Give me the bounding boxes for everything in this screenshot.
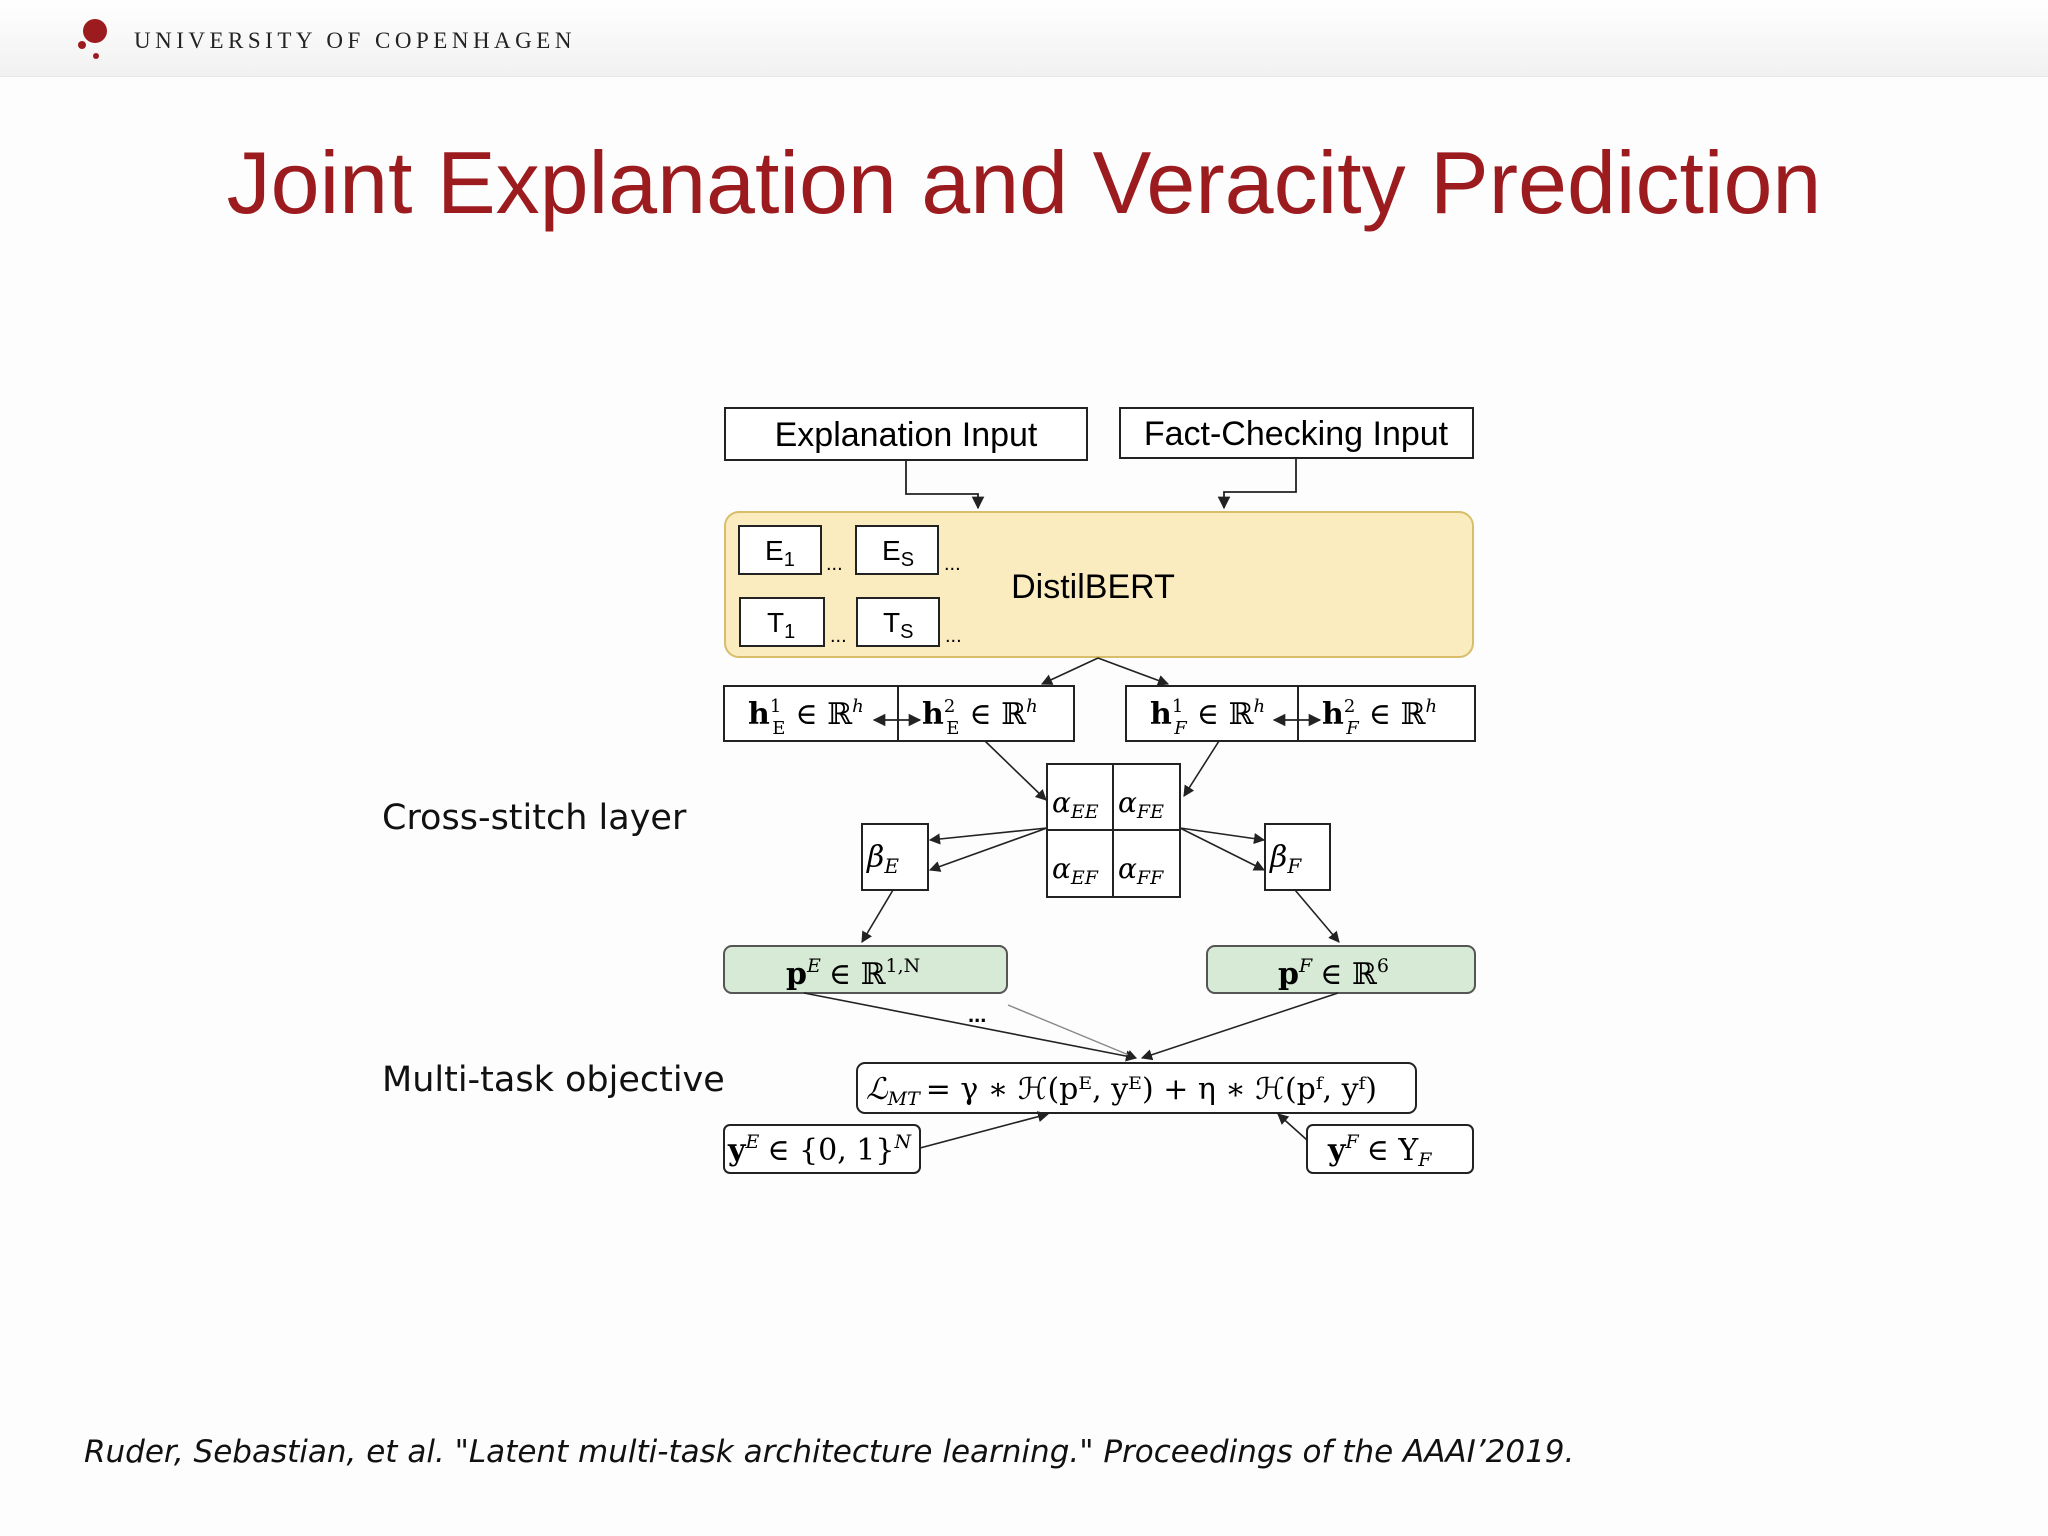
label-f-to-loss-arrow <box>1277 1113 1308 1141</box>
university-logo-icon <box>78 19 107 59</box>
explanation-input-box: Explanation Input <box>724 407 1088 461</box>
token-ellipsis: ... <box>826 553 843 575</box>
encoder-to-hidden-f-arrow <box>1097 657 1170 686</box>
token-ts-box <box>856 597 940 647</box>
token-ellipsis: ... <box>944 553 961 575</box>
distilbert-encoder: DistilBERT E1 ... ES ... T1 ... TS ... <box>724 511 1474 658</box>
alpha-to-beta-f-arrow-1 <box>1179 827 1266 845</box>
prediction-f: pF∈ ℝ6 <box>1278 955 1389 992</box>
token-t1: T1 <box>767 607 795 643</box>
prediction-e: pE∈ ℝ1,N <box>786 955 920 992</box>
cross-stitch-label: Cross-stitch layer <box>382 798 687 838</box>
label-e-box: yE∈ {0, 1}N <box>723 1124 921 1174</box>
pe-to-loss-arrow <box>803 992 1138 1062</box>
token-es: ES <box>882 535 914 571</box>
beta-f-box: βF <box>1264 823 1331 891</box>
label-e-to-loss-arrow <box>919 1111 1050 1149</box>
citation: Ruder, Sebastian, et al. "Latent multi-t… <box>84 1434 1575 1470</box>
explanation-input-arrow <box>905 460 985 510</box>
alpha-to-beta-f-arrow-2 <box>1179 827 1266 871</box>
alpha-ee: αEE <box>1052 786 1099 823</box>
alpha-ef: αEF <box>1052 852 1099 889</box>
prediction-f-box: pF∈ ℝ6 <box>1206 945 1476 994</box>
label-f-box: yF∈ YF <box>1306 1124 1474 1174</box>
alpha-fe: αFE <box>1118 786 1164 823</box>
prediction-e-box: pE∈ ℝ1,N <box>723 945 1008 994</box>
alpha-to-beta-e-arrow-1 <box>928 827 1048 845</box>
token-ts: TS <box>883 607 913 643</box>
encoder-to-hidden-e-arrow <box>1040 657 1099 685</box>
pf-to-loss-arrow <box>1140 992 1339 1061</box>
ellipsis-to-loss-arrow <box>1007 1004 1137 1060</box>
label-f: yF∈ YF <box>1327 1131 1432 1171</box>
beta-f-to-pf-arrow <box>1294 889 1340 943</box>
beta-e-box: βE <box>861 823 929 891</box>
token-e1-box <box>738 525 822 575</box>
explanation-input-label: Explanation Input <box>775 416 1038 454</box>
header-bar: UNIVERSITY OF COPENHAGEN <box>0 0 2048 77</box>
label-e: yE∈ {0, 1}N <box>727 1131 912 1168</box>
fact-checking-input-label: Fact-Checking Input <box>1144 415 1449 453</box>
institution-name: UNIVERSITY OF COPENHAGEN <box>134 28 576 53</box>
slide-title: Joint Explanation and Veracity Predictio… <box>226 133 1822 232</box>
token-t1-box <box>739 597 825 647</box>
alpha-matrix: αEE αFE αEF αFF <box>1046 763 1181 898</box>
beta-e-to-pe-arrow <box>861 889 894 943</box>
alpha-ff: αFF <box>1118 852 1164 889</box>
hidden-e-to-alpha-arrow <box>984 740 1047 801</box>
multi-task-label: Multi-task objective <box>382 1060 725 1100</box>
beta-e: βE <box>866 840 899 878</box>
fact-checking-input-box: Fact-Checking Input <box>1119 407 1474 459</box>
token-ellipsis: ... <box>945 625 962 647</box>
loss-formula: ℒMT= γ ∗ ℋ(pᴱ, yᴱ) + η ∗ ℋ(pᶠ, yᶠ) <box>866 1072 1377 1110</box>
predictions-ellipsis: ... <box>968 1002 986 1027</box>
token-ellipsis: ... <box>830 625 847 647</box>
encoder-label: DistilBERT <box>1011 568 1175 606</box>
fact-input-arrow <box>1217 458 1297 510</box>
beta-f: βF <box>1269 840 1302 878</box>
loss-box: ℒMT= γ ∗ ℋ(pᴱ, yᴱ) + η ∗ ℋ(pᶠ, yᶠ) <box>856 1062 1417 1114</box>
token-es-box <box>855 525 939 575</box>
alpha-to-beta-e-arrow-2 <box>928 827 1048 872</box>
hidden-f-to-alpha-arrow <box>1183 740 1220 797</box>
token-e1: E1 <box>765 535 795 571</box>
